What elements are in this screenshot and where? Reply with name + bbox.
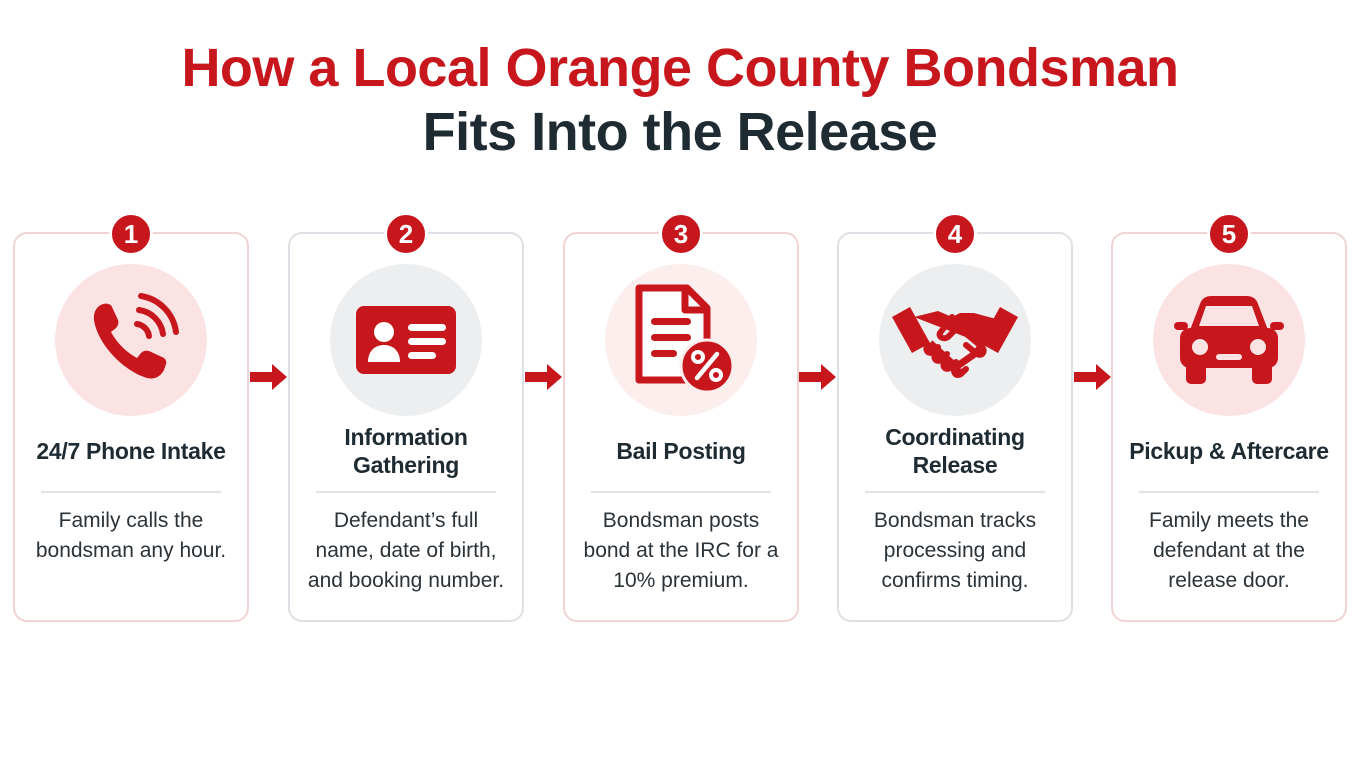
- step-title: Coordinating Release: [885, 424, 1025, 478]
- step-card-4: 4 Coordinating Release Bondsman tracks p…: [837, 212, 1073, 622]
- step-description: Defendant’s full name, date of birth, an…: [307, 509, 505, 592]
- step-number-badge: 5: [1207, 212, 1251, 256]
- step-number-badge: 4: [933, 212, 977, 256]
- divider: [865, 491, 1045, 493]
- step-card-2: 2 Information Gathering Defendant’s full…: [288, 212, 524, 622]
- icon-circle: [55, 264, 207, 416]
- title-line-2: Fits Into the Release: [422, 102, 938, 162]
- car-icon: [1174, 296, 1284, 384]
- arrow-right-icon: [799, 364, 836, 390]
- step-number-badge: 1: [109, 212, 153, 256]
- icon-circle: [1153, 264, 1305, 416]
- id-card-icon: [356, 306, 456, 374]
- step-description: Family meets the defendant at the releas…: [1149, 509, 1309, 592]
- divider: [41, 491, 221, 493]
- step-number-badge: 3: [659, 212, 703, 256]
- step-card-5: 5 Pickup & Aftercare Family meets the de…: [1111, 212, 1347, 622]
- step-title: Information Gathering: [344, 424, 468, 478]
- page-title: How a Local Orange County Bondsman Fits …: [0, 36, 1360, 164]
- divider: [591, 491, 771, 493]
- title-line-1: How a Local Orange County Bondsman: [181, 38, 1179, 98]
- step-title: Bail Posting: [616, 438, 746, 464]
- step-description: Bondsman posts bond at the IRC for a 10%…: [583, 509, 779, 592]
- icon-circle: [330, 264, 482, 416]
- step-card-3: 3 Bail Posting Bondsman posts bond at th…: [563, 212, 799, 622]
- step-title: 24/7 Phone Intake: [36, 438, 226, 464]
- document-percent-icon: [635, 284, 735, 394]
- phone-icon: [93, 293, 179, 379]
- arrow-right-icon: [1074, 364, 1111, 390]
- step-card-1: 1 24/7 Phone Intake Family calls the bon…: [13, 212, 249, 622]
- step-description: Bondsman tracks processing and confirms …: [873, 509, 1037, 592]
- arrow-right-icon: [250, 364, 287, 390]
- handshake-icon: [892, 307, 1018, 378]
- divider: [316, 491, 496, 493]
- step-description: Family calls the bondsman any hour.: [35, 509, 227, 562]
- divider: [1139, 491, 1319, 493]
- step-title: Pickup & Aftercare: [1129, 438, 1329, 464]
- icon-circle: [879, 264, 1031, 416]
- arrow-right-icon: [525, 364, 562, 390]
- step-number-badge: 2: [384, 212, 428, 256]
- icon-circle: [605, 264, 757, 416]
